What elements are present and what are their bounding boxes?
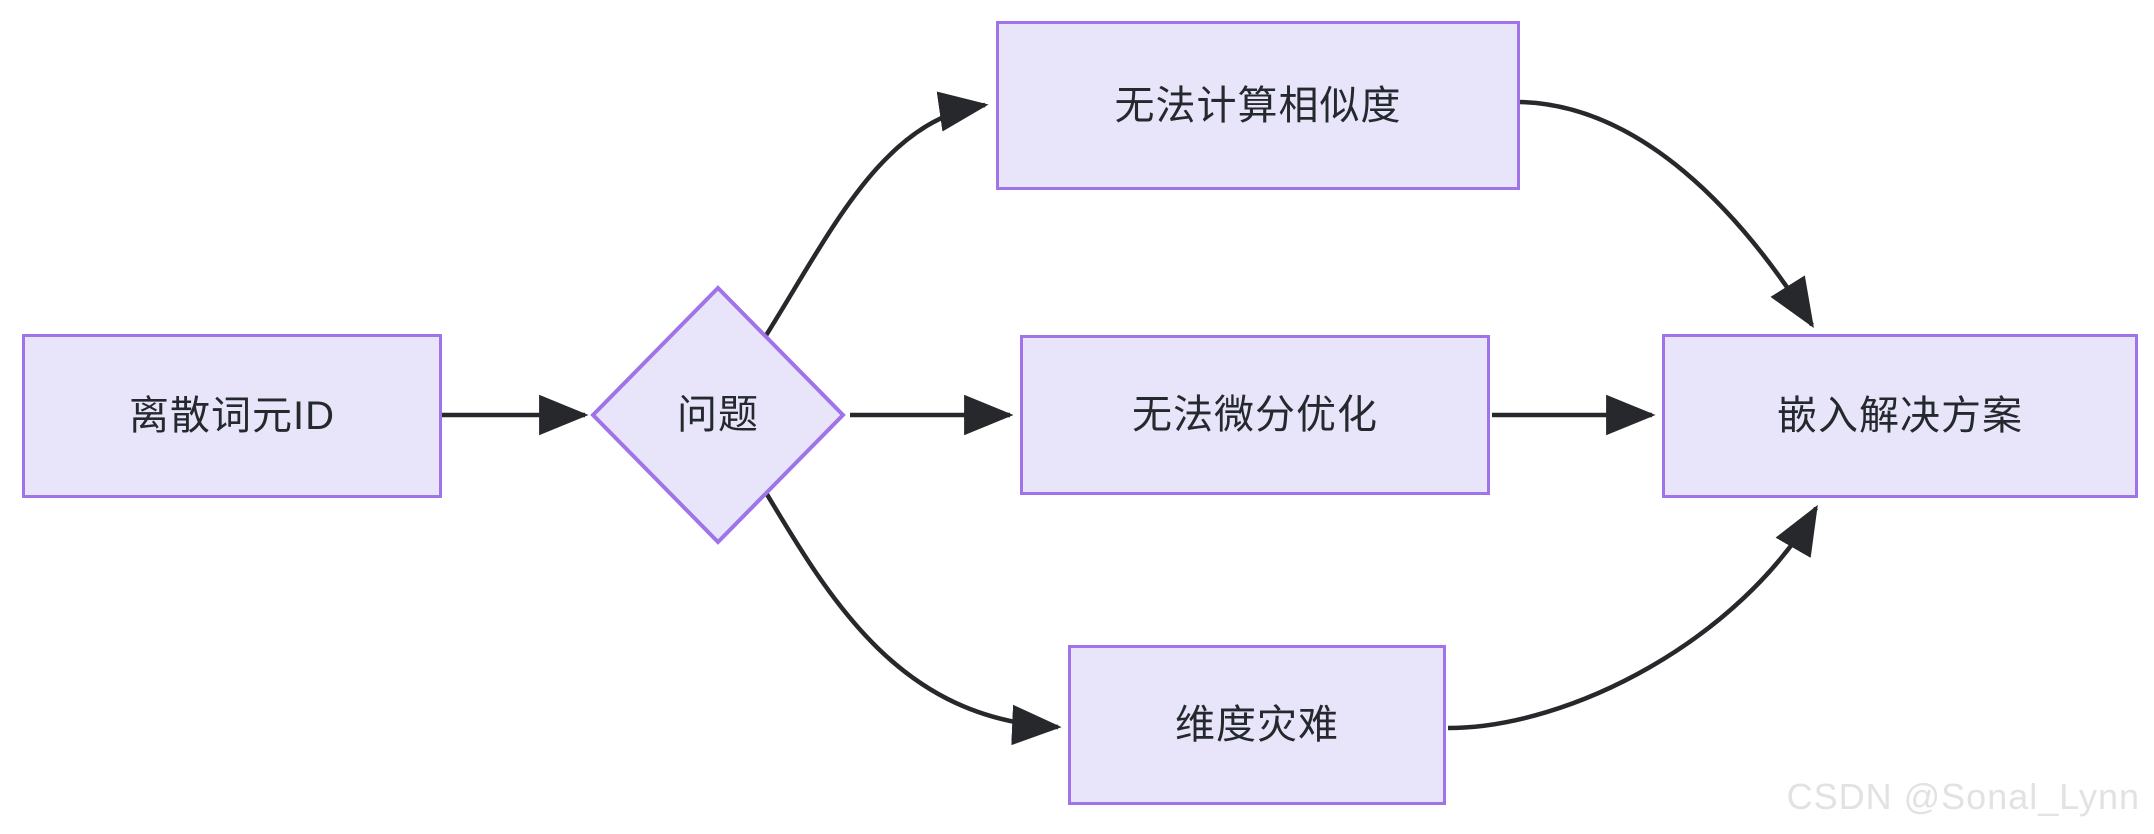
node-label: 嵌入解决方案 — [1777, 394, 2023, 438]
node-cannot-differentiate-optimize[interactable]: 无法微分优化 — [1020, 335, 1490, 495]
node-curse-of-dimensionality[interactable]: 维度灾难 — [1068, 645, 1446, 805]
node-label: 问题 — [677, 393, 759, 437]
node-label: 离散词元ID — [129, 394, 335, 438]
watermark: CSDN @Sonal_Lynn — [1786, 776, 2140, 817]
diamond-shape — [590, 285, 846, 545]
edge-dimensionality-to-embedding — [1447, 504, 1818, 731]
node-problem[interactable]: 问题 — [590, 285, 846, 545]
edge-similarity-to-embedding — [1519, 99, 1814, 329]
node-cannot-compute-similarity[interactable]: 无法计算相似度 — [996, 21, 1520, 190]
node-discrete-token-id[interactable]: 离散词元ID — [22, 334, 442, 498]
node-label: 无法计算相似度 — [1114, 83, 1402, 128]
node-embedding-solution[interactable]: 嵌入解决方案 — [1662, 334, 2138, 498]
node-label: 维度灾难 — [1175, 703, 1339, 747]
node-label: 无法微分优化 — [1132, 393, 1378, 437]
